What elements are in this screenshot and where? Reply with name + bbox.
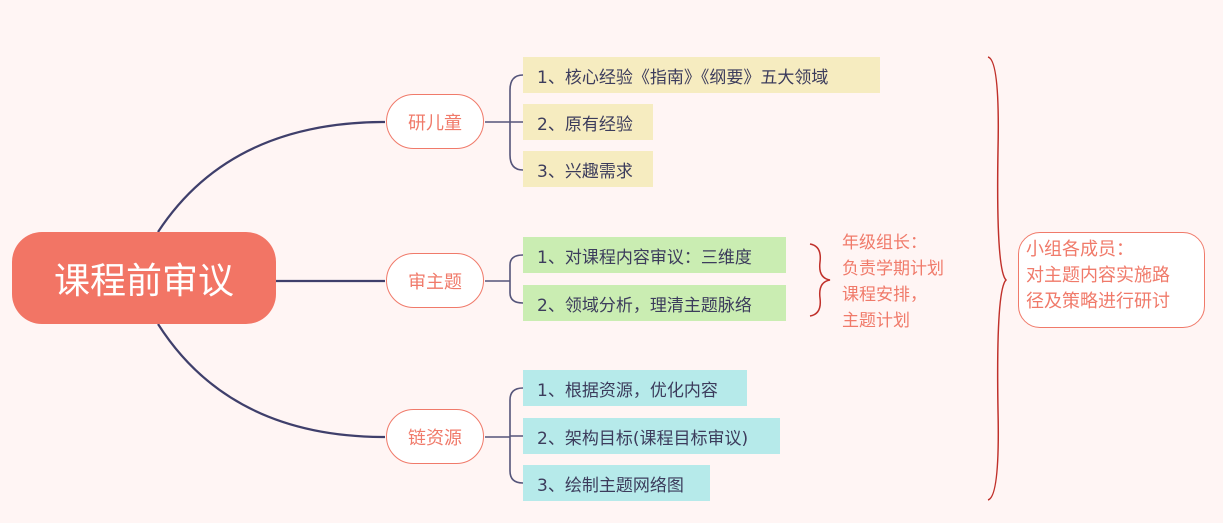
leaf-node[interactable]: 1、根据资源，优化内容 xyxy=(523,370,747,406)
branch-node-link-resources[interactable]: 链资源 xyxy=(386,409,484,464)
small-brace xyxy=(809,243,831,317)
large-brace xyxy=(987,56,1008,501)
grade-leader-note[interactable]: 年级组长： 负责学期计划 课程安排， 主题计划 xyxy=(842,230,944,334)
leaf-node[interactable]: 2、领域分析，理清主题脉络 xyxy=(523,285,786,321)
note-line: 对主题内容实施路 xyxy=(1026,265,1170,286)
note-line: 年级组长： xyxy=(842,233,927,253)
branch-node-review-theme[interactable]: 审主题 xyxy=(386,253,484,308)
root-node[interactable]: 课程前审议 xyxy=(12,232,276,324)
note-line: 课程安排， xyxy=(842,285,927,305)
members-note-box[interactable]: 小组各成员： 对主题内容实施路 径及策略进行研讨 xyxy=(1018,232,1205,328)
branch-node-study-children[interactable]: 研儿童 xyxy=(386,94,484,149)
note-line: 负责学期计划 xyxy=(842,259,944,279)
leaf-node[interactable]: 1、核心经验《指南》《纲要》五大领域 xyxy=(523,57,880,93)
leaf-node[interactable]: 3、兴趣需求 xyxy=(523,151,653,187)
leaf-node[interactable]: 1、对课程内容审议：三维度 xyxy=(523,237,786,273)
leaf-node[interactable]: 2、架构目标(课程目标审议) xyxy=(523,418,780,454)
leaf-node[interactable]: 3、绘制主题网络图 xyxy=(523,465,710,501)
leaf-node[interactable]: 2、原有经验 xyxy=(523,104,653,140)
note-line: 小组各成员： xyxy=(1026,239,1134,260)
note-line: 径及策略进行研讨 xyxy=(1026,291,1170,312)
note-line: 主题计划 xyxy=(842,311,910,331)
